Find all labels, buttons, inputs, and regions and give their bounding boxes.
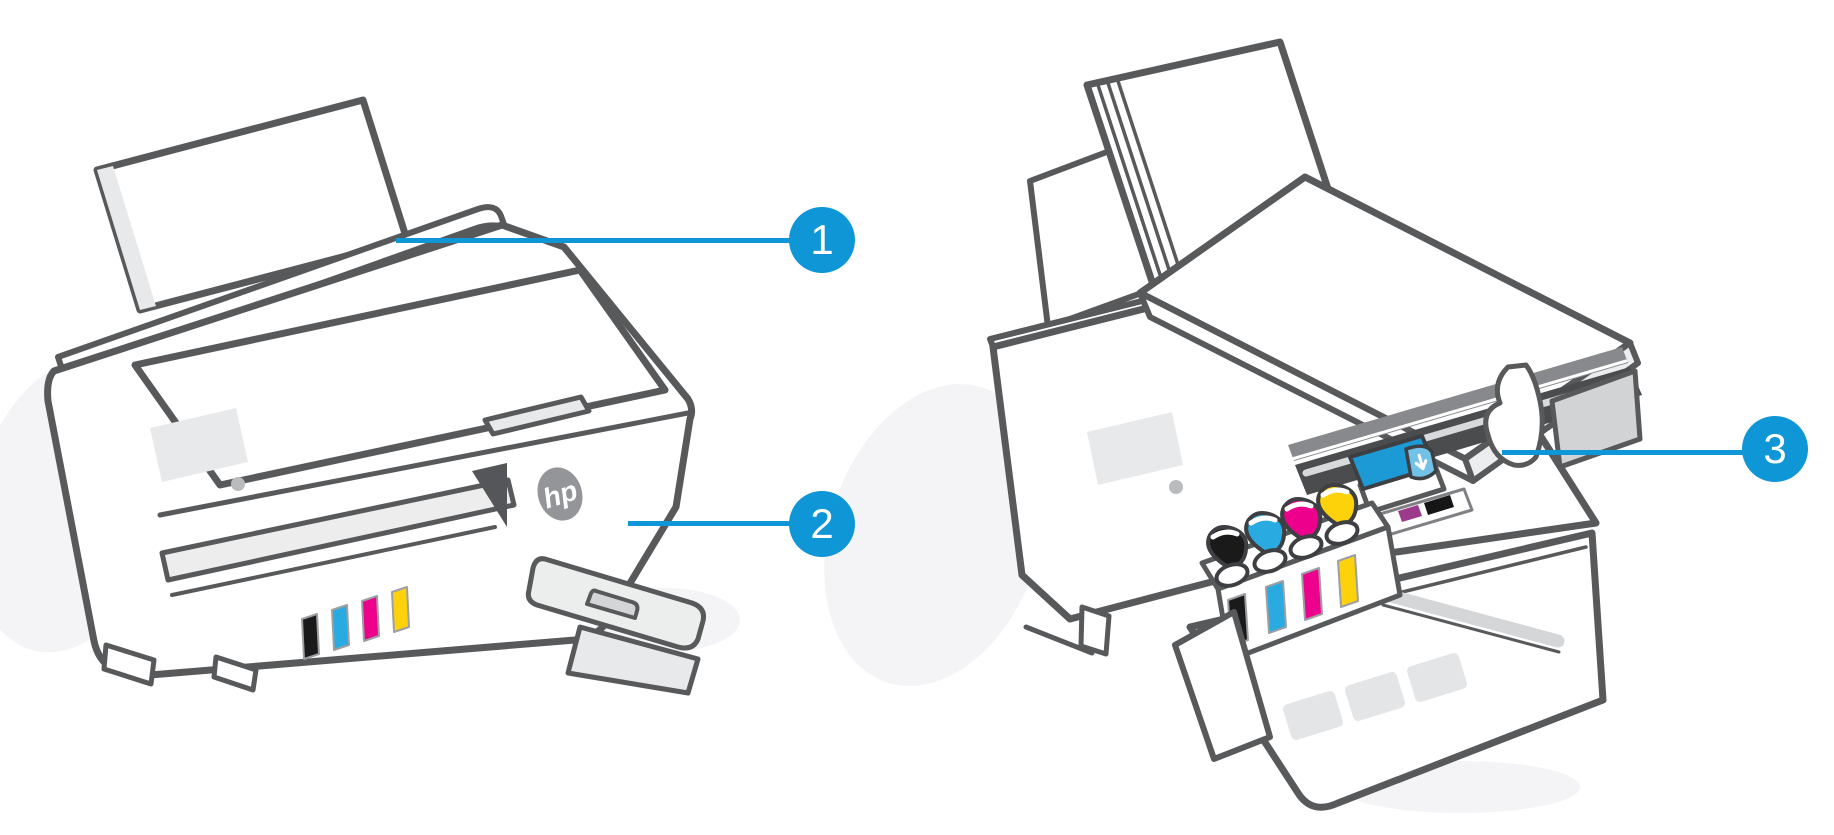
callout-2-output-tray: 2 [789, 491, 855, 557]
power-button [231, 477, 245, 491]
printer-foot [211, 654, 259, 693]
ink-bar-black [301, 613, 320, 660]
door-slot [1345, 672, 1405, 721]
output-slot-inner-line [170, 525, 497, 597]
ink-bar-yellow [391, 586, 410, 633]
output-slot-wedge [472, 463, 507, 527]
door-support-rod [1373, 586, 1565, 648]
control-panel-display [1087, 412, 1183, 485]
callout-2-number: 2 [810, 500, 834, 547]
ink-bar-cyan [331, 604, 350, 651]
tank-bar-cyan [1265, 580, 1287, 634]
tank-bar-magenta [1301, 567, 1323, 621]
tray-handle-notch [585, 588, 640, 620]
opening-right-jamb [1549, 368, 1643, 470]
control-panel-display [150, 408, 248, 482]
ink-cap-magenta [1280, 497, 1324, 560]
carriage-opening-upper [1288, 347, 1628, 461]
leader-line-2 [628, 521, 800, 526]
ink-cap-black [1206, 525, 1250, 588]
paper-support-edge [97, 166, 156, 310]
output-slot [159, 477, 517, 583]
output-tray-extension-flap [565, 624, 701, 696]
door-slot [1283, 691, 1343, 740]
ink-bar-magenta [361, 595, 380, 642]
door-slot [1407, 653, 1467, 702]
printer-front-closed-view: hp [0, 96, 740, 696]
tank-bay-wall [1172, 609, 1273, 762]
lid-handle [482, 394, 592, 437]
shadow [824, 384, 1046, 686]
callout-3-number: 3 [1763, 425, 1787, 472]
power-button [1169, 480, 1183, 494]
carriage-opening-highlight [1290, 359, 1628, 461]
leader-line-3 [1502, 450, 1754, 455]
base-edge [1023, 624, 1095, 656]
printer-foot [101, 642, 157, 687]
deck-front-edge [157, 410, 691, 518]
latch-arrow-icon [1414, 453, 1428, 471]
printer-ink-door-open-view [824, 38, 1643, 813]
label-swatch-magenta [1398, 505, 1422, 522]
callout-1-scanner-lid: 1 [789, 207, 855, 273]
printer-foot [1078, 604, 1112, 657]
callout-1-number: 1 [810, 216, 834, 263]
hp-logo: hp [537, 467, 583, 521]
ink-cap-cyan [1244, 511, 1288, 574]
label-swatch-black [1424, 495, 1454, 515]
scanner-lid-left-edge [1137, 290, 1476, 484]
door-support-rod-edge [1381, 603, 1561, 654]
leader-line-1 [396, 238, 800, 243]
ink-level-window [301, 586, 410, 660]
ink-cap-yellow [1316, 483, 1360, 546]
tank-bar-yellow [1337, 554, 1359, 608]
carriage-lever [1483, 362, 1545, 468]
callout-3-printhead-carriage: 3 [1742, 416, 1808, 482]
